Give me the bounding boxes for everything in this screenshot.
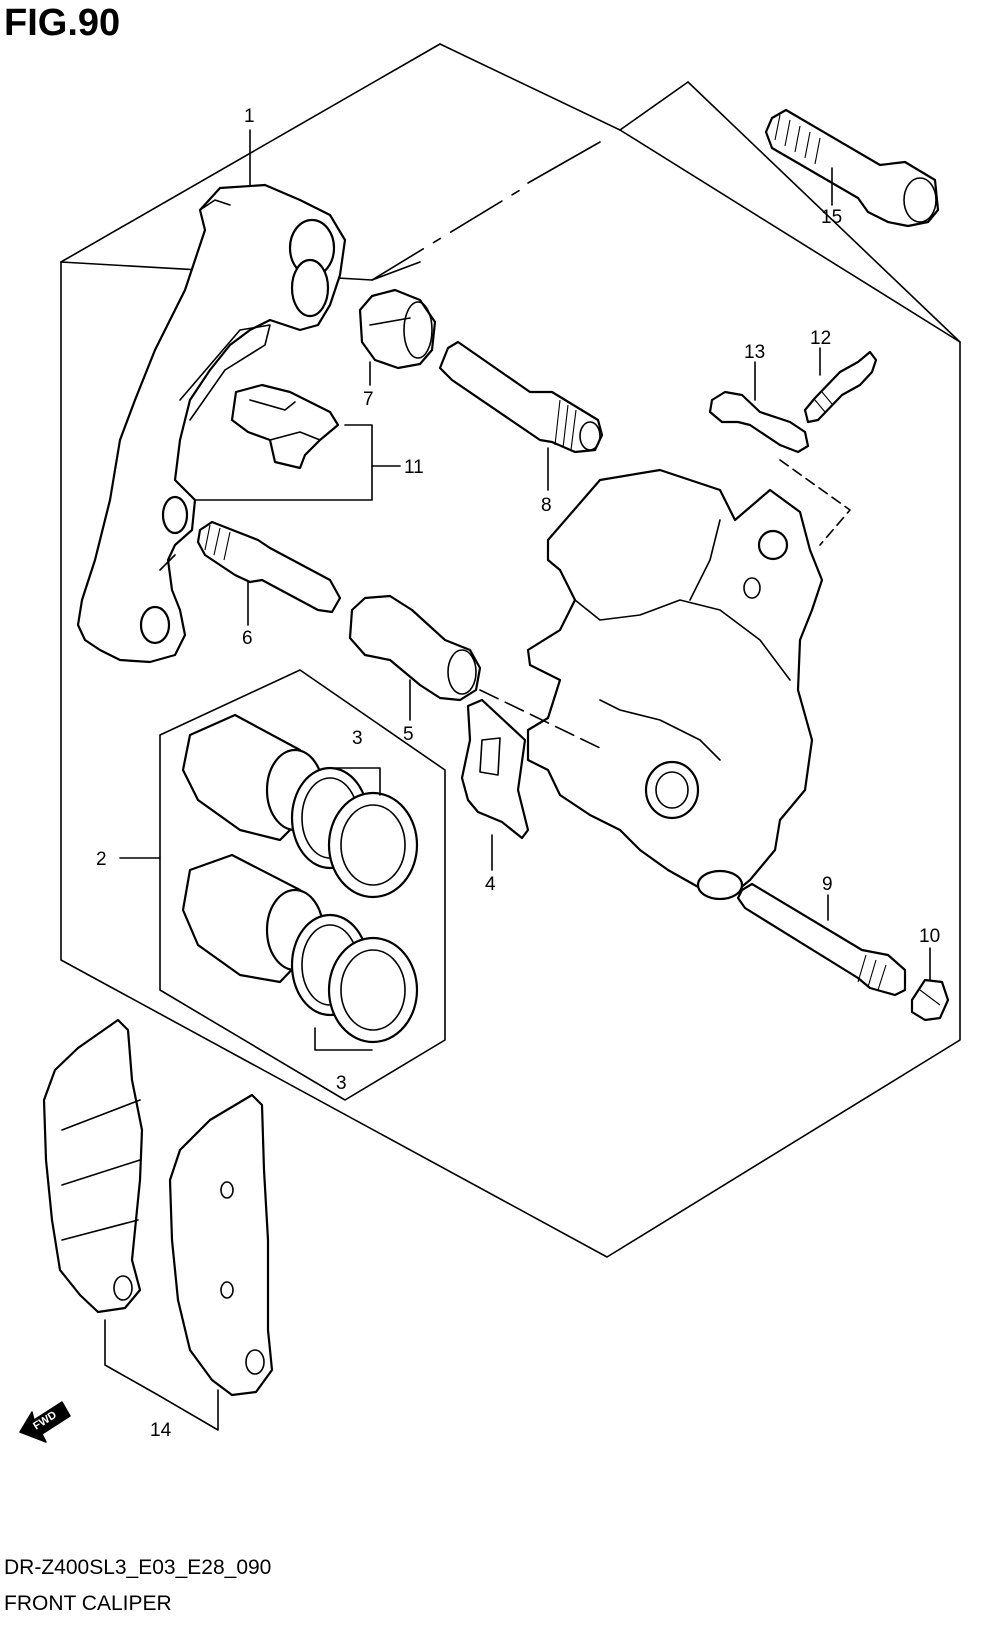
callout-6: 6 xyxy=(242,628,253,649)
forward-arrow-icon: FWD xyxy=(19,1401,71,1443)
pad-pin xyxy=(736,882,907,997)
callout-12: 12 xyxy=(810,328,831,349)
callout-14: 14 xyxy=(150,1420,172,1441)
callout-8: 8 xyxy=(541,495,552,516)
brake-pad-set xyxy=(42,1018,274,1431)
diagram-name: FRONT CALIPER xyxy=(4,1592,172,1615)
pad-retainer xyxy=(460,698,530,840)
figure-title: FIG.90 xyxy=(4,2,121,44)
callout-2: 2 xyxy=(96,849,107,870)
slide-pin-8 xyxy=(438,340,604,454)
callout-15: 15 xyxy=(821,207,842,228)
pad-spring xyxy=(230,383,340,470)
mounting-bolt xyxy=(764,108,940,228)
sleeve xyxy=(348,594,482,702)
callout-9: 9 xyxy=(822,874,833,895)
caliper-bracket xyxy=(76,183,347,664)
callout-11: 11 xyxy=(404,457,424,478)
slide-pin-6 xyxy=(196,520,342,614)
callout-4: 4 xyxy=(485,874,496,895)
diagram-code: DR-Z400SL3_E03_E28_090 xyxy=(4,1556,272,1579)
pin-plug xyxy=(910,978,950,1022)
piston-seal-group xyxy=(159,669,446,1101)
callout-3-lower: 3 xyxy=(336,1073,347,1094)
bleeder-valve xyxy=(803,350,878,424)
caliper-body xyxy=(526,468,824,901)
callout-5: 5 xyxy=(403,724,414,745)
callout-10: 10 xyxy=(919,926,940,947)
callout-13: 13 xyxy=(744,342,765,363)
boot xyxy=(358,288,437,370)
callout-7: 7 xyxy=(363,389,374,410)
bleeder-cap xyxy=(708,390,810,454)
callout-3-upper: 3 xyxy=(352,728,363,749)
leader-lines xyxy=(119,129,931,981)
callout-1: 1 xyxy=(244,106,255,127)
